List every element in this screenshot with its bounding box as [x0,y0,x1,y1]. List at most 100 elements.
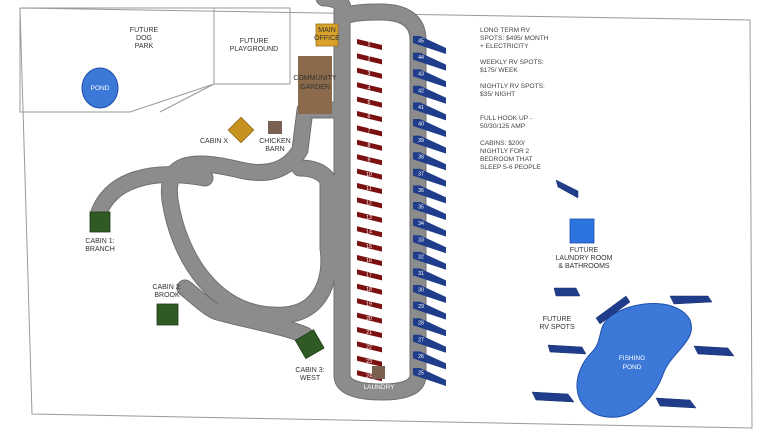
rv-site-number: 26 [418,354,424,360]
rv-site-23 [357,355,382,367]
rv-site-4 [357,82,382,94]
cabin-x-label: CABIN X [200,138,228,145]
rv-site-33 [413,235,446,254]
rv-site-number: 45 [418,39,424,45]
rv-site-5 [357,96,382,108]
pond-label: POND [91,85,110,92]
rv-site-number: 1 [368,42,371,48]
rv-site-number: 14 [366,229,372,235]
rv-site-number: 23 [366,359,372,365]
rv-site-number: 15 [366,244,372,250]
rv-site-number: 13 [366,215,372,221]
rv-site-number: 11 [366,186,371,192]
rv-site-27 [413,334,446,353]
rv-site-20 [357,312,382,324]
rv-site-15 [357,240,382,252]
rv-site-number: 21 [366,330,372,336]
rv-site-9 [357,154,382,166]
rv-site-41 [413,102,446,121]
rv-site-3 [357,67,382,79]
rv-site-22 [357,341,382,353]
rv-site-number: 28 [418,321,424,327]
rv-site-34 [413,218,446,237]
rv-site-number: 18 [366,287,372,293]
rv-site-11 [357,183,382,194]
chicken-barn-building [268,121,282,134]
rv-site-8 [357,139,382,151]
rv-site-number: 7 [368,129,371,135]
rv-site-number: 16 [366,258,372,264]
cabin-x-building [227,116,255,144]
rv-site-number: 37 [418,171,424,177]
rv-site-number: 35 [418,205,424,211]
rv-site-28 [413,318,446,337]
rv-site-number: 24 [366,373,372,379]
rv-site-31 [413,268,446,287]
rv-site-number: 39 [418,138,424,144]
rv-site-number: 27 [418,337,424,343]
rv-site-number: 6 [368,114,371,120]
rv-site-37 [413,168,446,187]
laundry-label: LAUNDRY [364,384,396,391]
rv-site-32 [413,251,446,270]
cabin-3-building [294,329,325,360]
cabin-1-building [89,211,111,233]
rv-site-number: 42 [418,88,424,94]
rv-site-number: 43 [418,72,424,78]
rv-site-40 [413,119,446,137]
rv-site-2 [357,53,382,65]
rv-site-43 [413,69,446,88]
rv-site-21 [357,327,382,338]
pond-shape [81,67,119,109]
rv-site-45 [413,36,446,54]
rv-site-7 [357,125,382,137]
rv-site-6 [357,111,382,122]
rv-site-number: 29 [418,304,424,310]
rv-site-44 [413,52,446,71]
rv-site-number: 36 [418,188,424,194]
rv-site-35 [413,202,446,220]
rv-site-12 [357,197,382,209]
future-rv-spots [531,179,735,409]
pricing-nightly: NIGHTLY RV SPOTS:$35/ NIGHT [480,83,545,98]
rv-site-17 [357,269,382,281]
divider-line [159,83,215,113]
fishing-pond-shape [576,303,692,418]
main-office-building [315,23,339,47]
rv-site-number: 33 [418,238,424,244]
pricing-hookup: FULL HOOK UP -50/30/125 AMP [480,115,532,130]
community-garden-plot [298,56,332,114]
rv-site-number: 22 [366,345,372,351]
rv-site-number: 5 [368,100,371,106]
rv-site-number: 9 [368,157,371,163]
cabin-2-building [156,303,179,326]
cabin-3-label: CABIN 3:WEST [295,367,324,382]
rv-site-number: 25 [418,371,424,377]
rv-site-number: 10 [366,172,372,178]
rv-site-39 [413,135,446,154]
playground-zone [213,7,291,85]
dog-park-zone [19,7,215,113]
rv-site-38 [413,152,446,171]
future-laundry-building [569,218,595,244]
right-rv-sites: 4544434241403938373635343332313029282726… [413,36,446,386]
rv-site-number: 3 [368,71,371,77]
rv-site-number: 4 [368,85,371,91]
road-surface [90,0,426,400]
cabin-2-label: CABIN 2:BROOK [152,284,181,299]
rv-site-number: 41 [418,105,424,111]
laundry-building [372,366,385,379]
rv-site-number: 32 [418,254,424,260]
rv-site-number: 2 [368,57,371,63]
